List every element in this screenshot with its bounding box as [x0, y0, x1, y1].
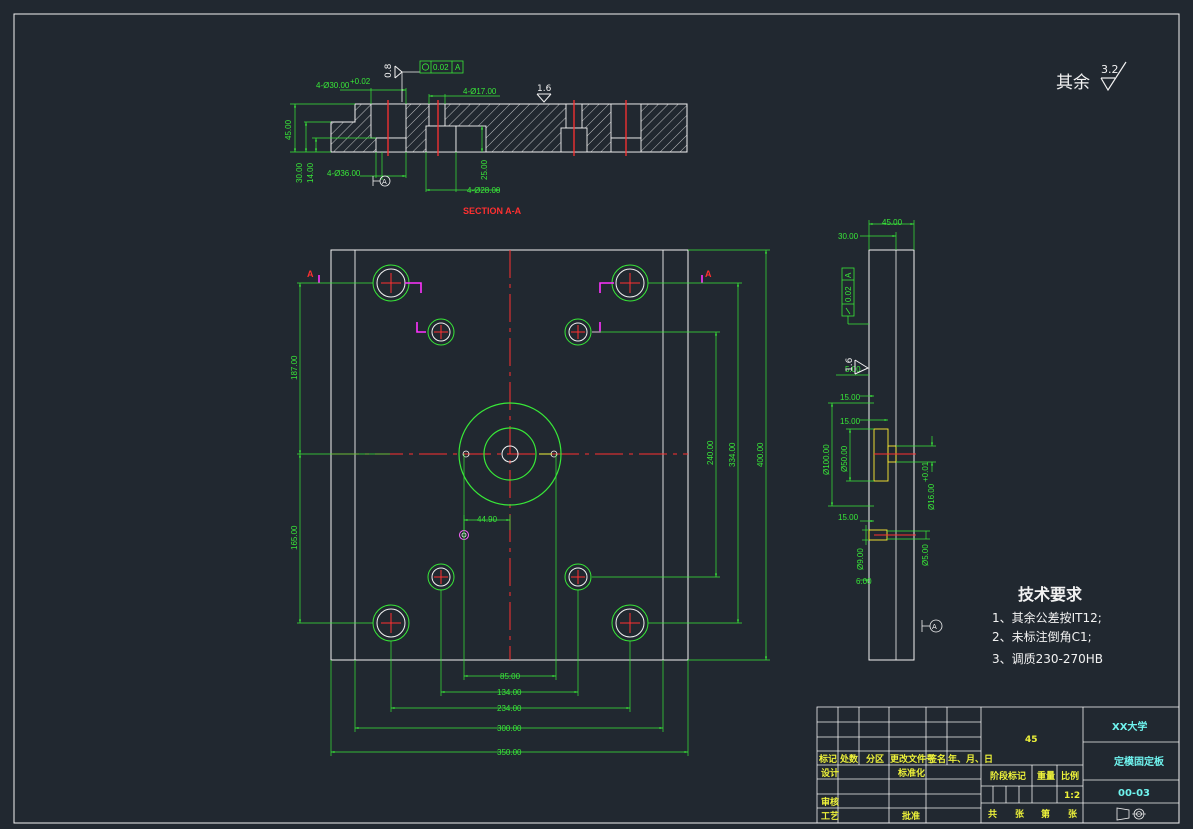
dim-134: 134.00 [497, 688, 522, 697]
roughness-mid-value: 1.6 [537, 84, 552, 94]
parallel-value: 0.02 [844, 286, 853, 302]
dim-187: 187.00 [290, 355, 299, 380]
dim-h30: 30.00 [295, 162, 304, 183]
dim-side-30: 30.00 [838, 232, 859, 241]
dim-350: 350.00 [497, 748, 522, 757]
tb-standard: 标准化 [897, 767, 925, 779]
tb-sheet-2: 第 [1041, 808, 1050, 820]
dim-h45: 45.00 [284, 119, 293, 140]
dim-300: 300.00 [497, 724, 522, 733]
flatness-datum: A [455, 63, 461, 72]
tb-head-4: 签名 [927, 753, 946, 765]
tb-stage: 阶段标记 [990, 770, 1026, 782]
tb-sheet-1: 张 [1015, 808, 1025, 820]
tb-sheet-3: 张 [1068, 808, 1078, 820]
parallel-datum: A [844, 272, 853, 278]
side-view: 45.00 30.00 5.00 15.00 15.00 15.00 6.00 … [822, 218, 943, 661]
dim-side-15c: 15.00 [838, 513, 859, 522]
parallel-icon [845, 307, 851, 315]
tb-weight: 重量 [1037, 770, 1055, 782]
dim-165: 165.00 [290, 525, 299, 550]
dim-400: 400.00 [756, 442, 765, 467]
roughness-icon [536, 93, 552, 103]
section-view: 45.00 30.00 14.00 25.00 4-Ø30.00 +0.02 4… [284, 60, 688, 216]
dim-44-90: 44.90 [477, 515, 498, 524]
tb-sheet-0: 共 [988, 808, 997, 820]
tb-process: 工艺 [821, 810, 839, 822]
general-roughness-value: 3.2 [1101, 63, 1119, 76]
side-outline [868, 249, 915, 661]
parallel-frame: 0.02 A [841, 267, 869, 325]
dim-d28: 4-Ø28.00 [467, 186, 501, 195]
datum-icon [379, 175, 391, 187]
screw-holes [427, 318, 592, 591]
dim-240: 240.00 [706, 440, 715, 465]
dim-h14: 14.00 [306, 162, 315, 183]
tech-title: 技术要求 [1018, 585, 1083, 604]
roughness-top-value: 0.8 [384, 63, 394, 78]
dim-d36: 4-Ø36.00 [327, 169, 361, 178]
dim-dia16: Ø16.00 [927, 483, 936, 510]
dim-dia5: Ø5.00 [921, 544, 930, 566]
dim-side-6: 6.00 [856, 577, 872, 586]
tb-head-5: 年、月、日 [948, 753, 993, 765]
dim-h25: 25.00 [480, 159, 489, 180]
tb-head-0: 标记 [818, 753, 837, 765]
dim-side-5: 5.00 [845, 365, 861, 374]
tb-head-3: 更改文件号 [890, 753, 935, 765]
tb-design: 设计 [821, 767, 839, 779]
tech-item-3: 3、调质230-270HB [992, 652, 1103, 666]
plan-dimensions [297, 249, 770, 756]
dim-dia100: Ø100.00 [822, 444, 831, 475]
general-roughness-prefix: 其余 [1056, 73, 1090, 93]
plan-view: A A [290, 249, 770, 757]
datum-icon [929, 619, 943, 633]
tb-school: XX大学 [1112, 720, 1147, 733]
tb-drawing-no: 00-03 [1118, 788, 1150, 799]
roughness-icon [854, 359, 870, 375]
tech-item-1: 1、其余公差按IT12; [992, 610, 1102, 625]
section-label: SECTION A-A [463, 206, 522, 216]
flatness-value: 0.02 [433, 63, 449, 72]
flatness-frame: 0.02 A [419, 60, 464, 74]
dim-dia9: Ø9.00 [856, 548, 865, 570]
dim-dia50: Ø50.00 [840, 445, 849, 472]
section-mark-left: A [307, 269, 314, 279]
tb-ratio: 比例 [1061, 770, 1079, 782]
dim-d30: 4-Ø30.00 [316, 81, 350, 90]
locating-ring [458, 402, 562, 540]
tb-head-1: 处数 [839, 753, 859, 765]
general-roughness: 其余 3.2 [1056, 61, 1127, 93]
tb-head-2: 分区 [866, 753, 884, 765]
section-mark-right: A [705, 269, 712, 279]
tech-item-2: 2、未标注倒角C1; [992, 629, 1092, 644]
dim-side-15a: 15.00 [840, 393, 861, 402]
roughness-icon [394, 65, 403, 79]
tech-requirements: 技术要求 1、其余公差按IT12; 2、未标注倒角C1; 3、调质230-270… [992, 585, 1103, 666]
tb-scale: 1:2 [1064, 791, 1080, 801]
side-datum-label: A [932, 623, 937, 631]
dim-d30-tol: +0.02 [350, 77, 371, 86]
tb-material: 45 [1025, 735, 1038, 745]
dim-85: 85.00 [500, 672, 521, 681]
section-centerlines [387, 100, 627, 156]
dim-d17: 4-Ø17.00 [463, 87, 497, 96]
drawing-frame [13, 13, 1180, 824]
projection-symbol-icon [1116, 807, 1146, 821]
tb-approve: 批准 [902, 810, 920, 822]
tb-part-name: 定模固定板 [1114, 755, 1165, 768]
datum-label: A [382, 178, 387, 186]
flatness-icon [421, 63, 430, 71]
dim-234: 234.00 [497, 704, 522, 713]
dim-dia16-tol: +0.01 [921, 461, 930, 482]
side-roughness-value: 1.6 [845, 357, 855, 372]
dim-side-45: 45.00 [882, 218, 903, 227]
tb-review: 审核 [821, 796, 839, 808]
dim-side-15b: 15.00 [840, 417, 861, 426]
title-block: 标记 处数 分区 更改文件号 签名 年、月、日 设计 标准化 审核 工艺 批准 … [816, 706, 1180, 824]
roughness-check-icon [1100, 61, 1127, 92]
dim-334: 334.00 [728, 442, 737, 467]
